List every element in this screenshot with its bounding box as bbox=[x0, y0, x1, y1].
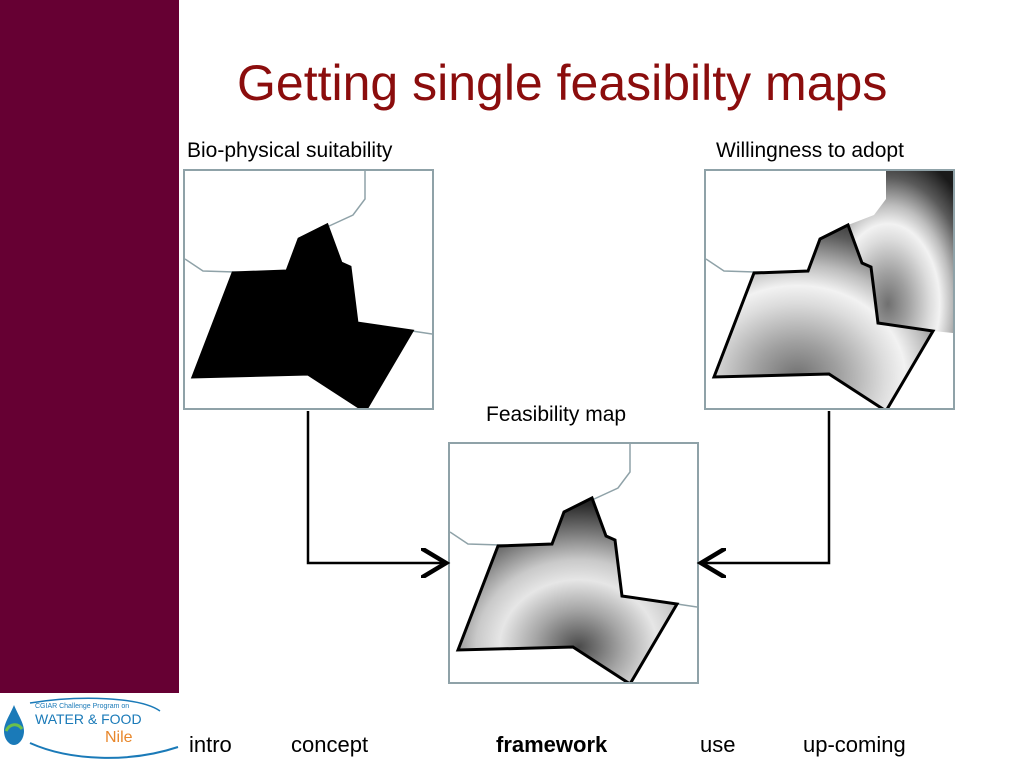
logo-line3: Nile bbox=[105, 729, 133, 746]
willingness-map bbox=[704, 169, 955, 410]
biophysical-region bbox=[190, 222, 415, 408]
feasibility-map bbox=[448, 442, 699, 684]
biophysical-map bbox=[183, 169, 434, 410]
logo-line2: WATER & FOOD bbox=[35, 711, 142, 727]
sidebar-band bbox=[0, 0, 179, 693]
nav-intro[interactable]: intro bbox=[189, 732, 232, 757]
biophysical-label: Bio-physical suitability bbox=[187, 139, 393, 162]
arrow-from-willingness bbox=[701, 411, 831, 563]
feasibility-label: Feasibility map bbox=[486, 403, 627, 426]
logo: CGIAR Challenge Program on WATER & FOOD … bbox=[0, 693, 179, 768]
arrow-from-biophysical bbox=[306, 411, 446, 563]
nav-up-coming[interactable]: up-coming bbox=[803, 732, 906, 757]
willingness-label: Willingness to adopt bbox=[716, 139, 904, 162]
nav-use[interactable]: use bbox=[700, 732, 736, 757]
slide-nav: intro concept framework use up-coming bbox=[0, 732, 1024, 762]
logo-line1: CGIAR Challenge Program on bbox=[35, 703, 129, 710]
slide-title: Getting single feasibilty maps bbox=[237, 55, 888, 111]
nav-framework[interactable]: framework bbox=[496, 732, 608, 757]
nav-concept[interactable]: concept bbox=[291, 732, 369, 757]
feasibility-region bbox=[455, 495, 680, 682]
willingness-region bbox=[711, 222, 936, 408]
